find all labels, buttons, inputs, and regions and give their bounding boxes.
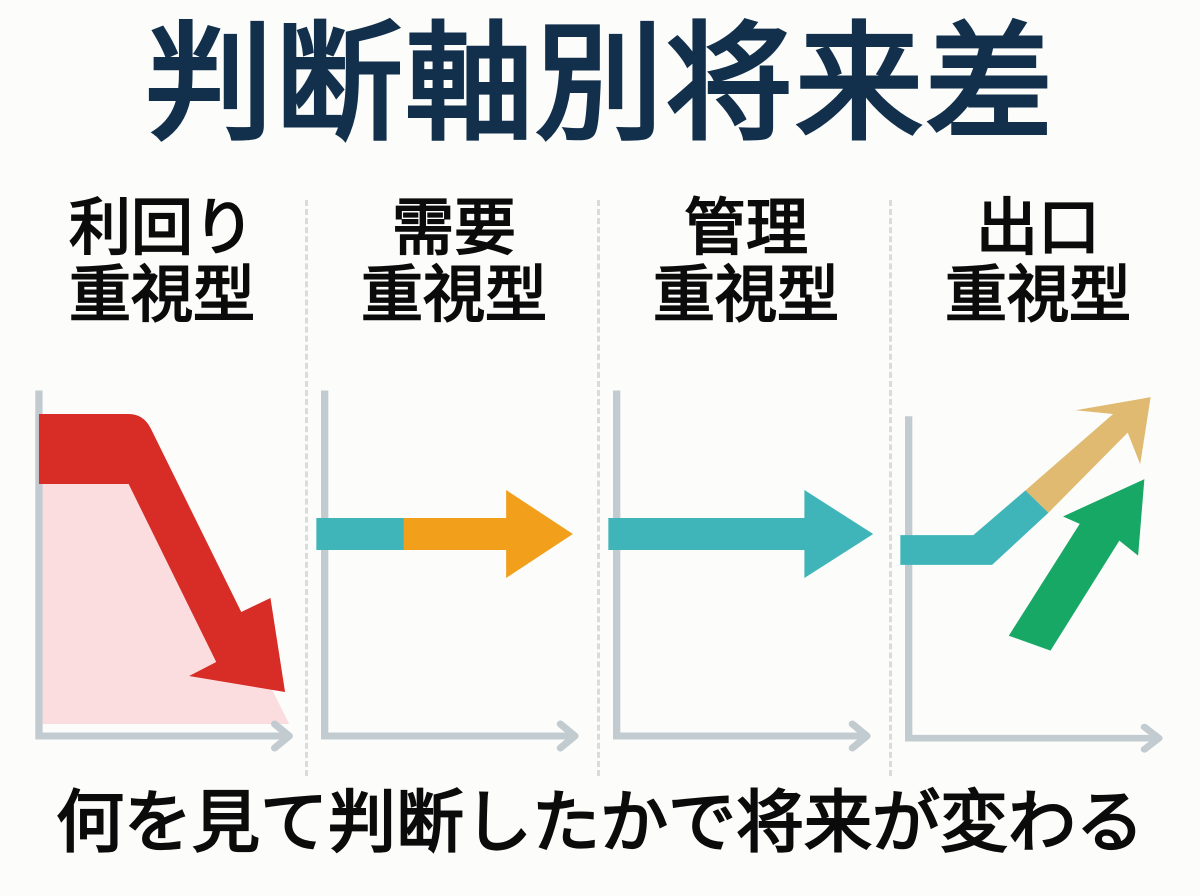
panel-heading-yield-line2: 重視型 bbox=[68, 260, 255, 330]
x-axis-arrowhead-icon bbox=[1140, 723, 1163, 753]
x-axis-arrowhead-icon bbox=[270, 720, 293, 752]
axis-lines bbox=[905, 416, 1159, 742]
axis-lines bbox=[613, 390, 867, 740]
panel-heading-demand-line1: 需要 bbox=[391, 194, 516, 263]
teal-arrow-icon bbox=[608, 490, 874, 578]
panel-heading-yield: 利回り 重視型 bbox=[16, 194, 308, 330]
long-flat-trend-svg bbox=[608, 390, 874, 752]
trend-chart-management bbox=[600, 386, 892, 768]
trend-chart-exit bbox=[892, 386, 1184, 768]
panel-divider-1 bbox=[305, 200, 308, 776]
declining-trend-svg bbox=[35, 390, 293, 752]
panel-heading-management-line1: 管理 bbox=[683, 194, 808, 263]
panel-heading-exit: 出口 重視型 bbox=[892, 194, 1184, 330]
panel-heading-exit-line2: 重視型 bbox=[944, 260, 1131, 330]
x-axis-arrowhead-icon bbox=[556, 720, 579, 752]
page-title: 判断軸別将来差 bbox=[144, 13, 1055, 156]
rising-trend-svg bbox=[900, 397, 1163, 753]
panel-management-focused: 管理 重視型 bbox=[600, 194, 892, 776]
green-rising-arrow-icon bbox=[1008, 479, 1145, 651]
orange-arrow-icon bbox=[403, 490, 573, 578]
panel-heading-management: 管理 重視型 bbox=[600, 194, 892, 330]
axis-lines bbox=[35, 390, 289, 740]
x-axis-arrowhead-icon bbox=[848, 720, 871, 752]
panel-heading-demand: 需要 重視型 bbox=[308, 194, 600, 330]
panel-yield-focused: 利回り 重視型 bbox=[16, 194, 308, 776]
panel-heading-exit-line1: 出口 bbox=[975, 194, 1100, 263]
gold-rising-arrow-icon bbox=[1025, 397, 1151, 513]
short-flat-trend-svg bbox=[316, 390, 579, 752]
panel-divider-2 bbox=[597, 200, 600, 776]
trend-chart-demand bbox=[308, 386, 600, 768]
panel-row: 利回り 重視型 需要 重視型 bbox=[16, 194, 1184, 776]
footer-caption: 何を見て判断したかで将来が変わる bbox=[55, 785, 1144, 861]
panel-heading-yield-line1: 利回り bbox=[68, 194, 255, 263]
trend-chart-yield bbox=[16, 386, 308, 768]
panel-exit-focused: 出口 重視型 bbox=[892, 194, 1184, 776]
teal-rising-base-segment bbox=[900, 490, 1049, 565]
axis-lines bbox=[321, 390, 575, 740]
panel-heading-management-line2: 重視型 bbox=[652, 260, 839, 330]
teal-segment-bar bbox=[316, 518, 404, 550]
panel-demand-focused: 需要 重視型 bbox=[308, 194, 600, 776]
panel-divider-3 bbox=[889, 200, 892, 776]
panel-heading-demand-line2: 重視型 bbox=[360, 260, 547, 330]
declining-arrow-icon bbox=[38, 414, 286, 692]
